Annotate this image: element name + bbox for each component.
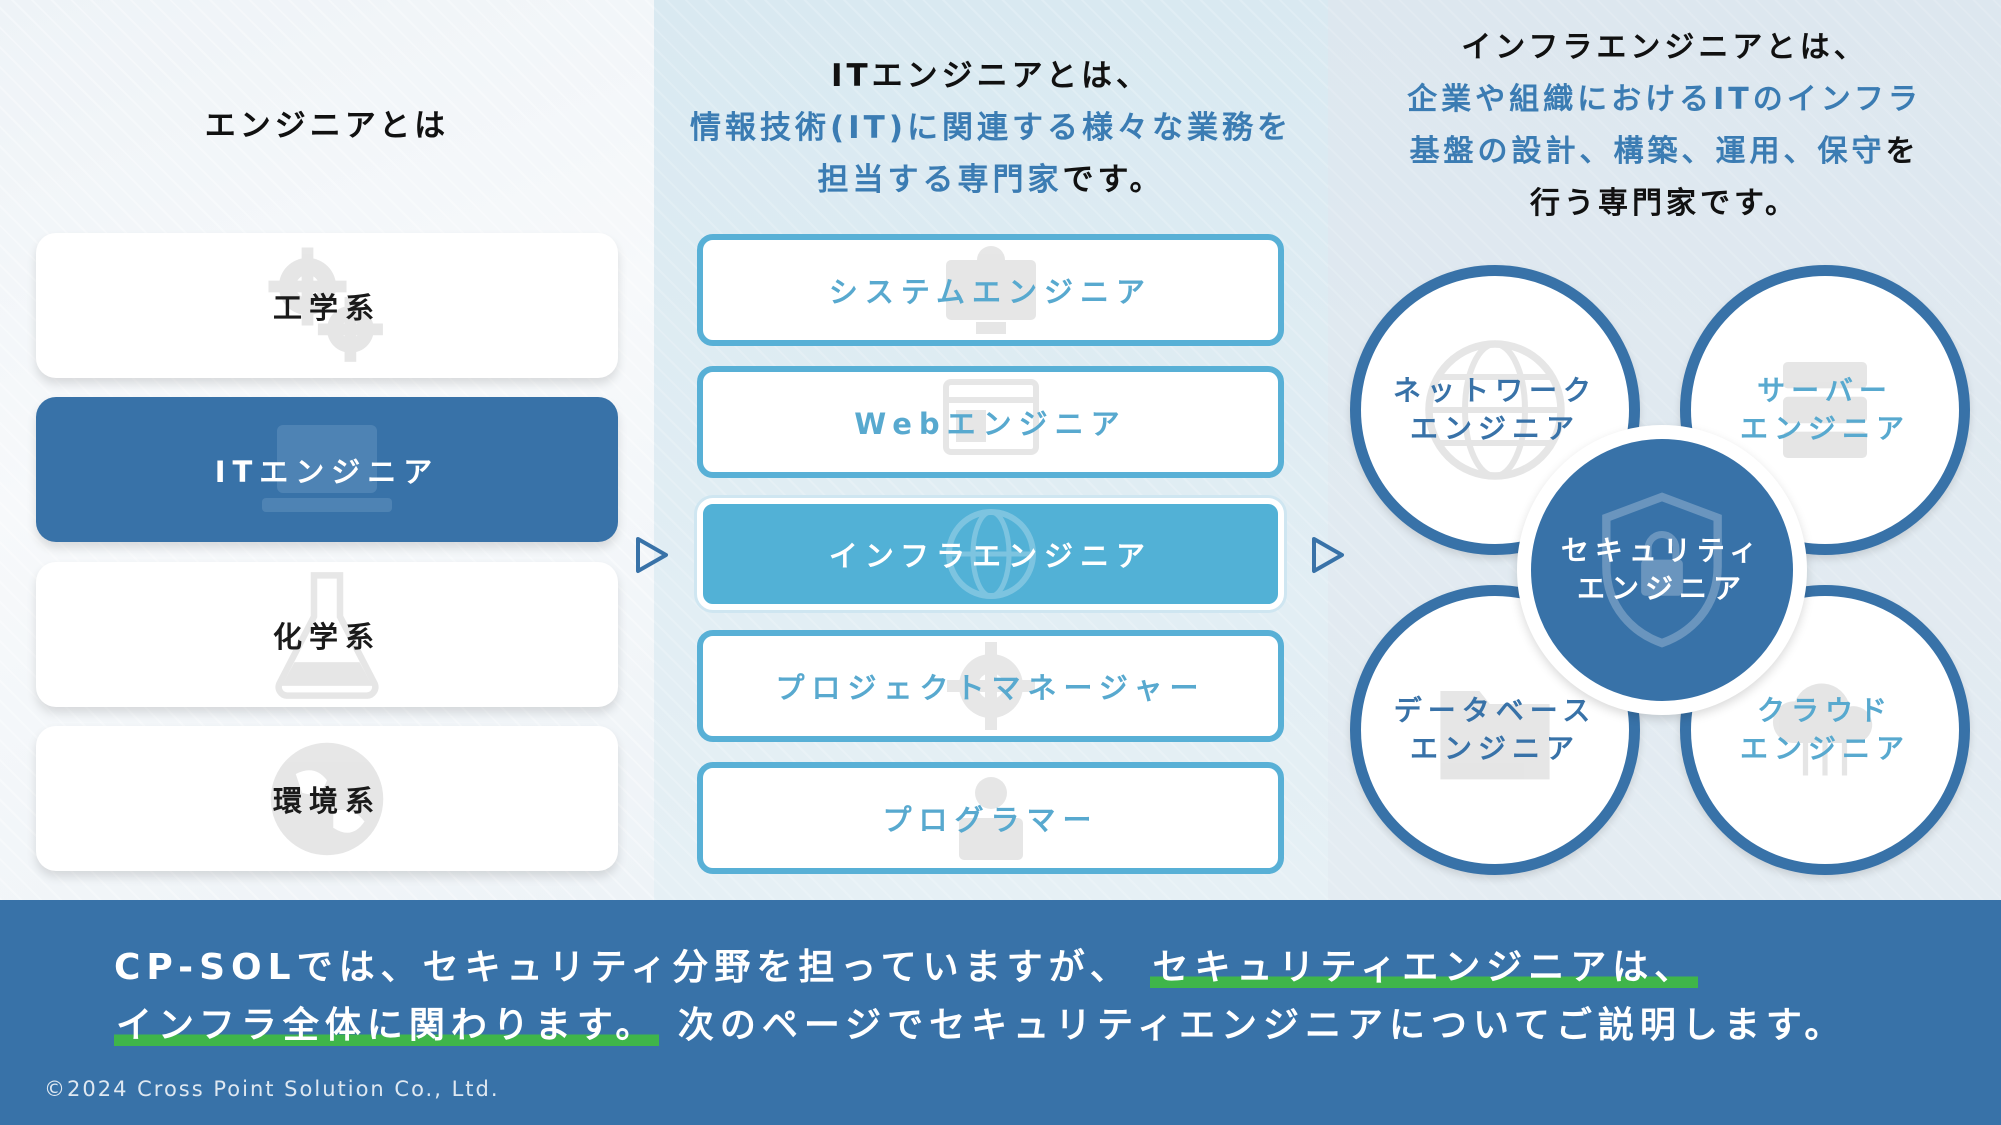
folder-icon: [1440, 691, 1550, 780]
arrow-right-icon: [636, 537, 668, 573]
flask-icon: [275, 571, 379, 699]
card-label: 環境系: [272, 783, 381, 818]
circle-label: データベースエンジニア: [1394, 692, 1597, 768]
footer-highlight: セキュリティエンジニアは、: [1150, 947, 1699, 988]
heading-line: インフラエンジニアとは、: [1461, 30, 1868, 65]
job-infra-engineer: インフラエンジニア: [697, 498, 1284, 610]
job-system-engineer: システムエンジニア: [697, 234, 1284, 346]
job-label: プログラマー: [882, 803, 1099, 837]
card-label: 化学系: [272, 619, 381, 654]
server-icon: [1783, 362, 1867, 458]
card-engineering: 工学系: [36, 233, 618, 378]
copyright-text: ©2024 Cross Point Solution Co., Ltd.: [44, 1077, 500, 1101]
engineer-panel: エンジニアとは 工学系 ITエンジニア 化学系 環境系: [0, 0, 654, 900]
circle-label-line: ネットワーク: [1392, 374, 1597, 407]
footer-text: CP-SOLでは、セキュリティ分野を担っていますが、: [114, 947, 1132, 988]
job-label: インフラエンジニア: [828, 539, 1153, 573]
heading-highlight: 基盤の設計、構築、運用、保守: [1409, 134, 1886, 169]
heading-rest: です。: [1062, 162, 1165, 198]
card-it-engineer: ITエンジニア: [36, 397, 618, 542]
arrow-right-icon: [1312, 537, 1344, 573]
circle-label-line: エンジニア: [1739, 412, 1910, 445]
laptop-icon: [262, 424, 392, 512]
footer-message-line1: CP-SOLでは、セキュリティ分野を担っていますが、 セキュリティエンジニアは、: [114, 938, 1699, 990]
job-web-engineer: Webエンジニア: [697, 366, 1284, 478]
cloud-icon: [1772, 683, 1873, 776]
job-label: Webエンジニア: [854, 407, 1127, 441]
globe-icon: [1425, 340, 1565, 480]
circle-label-line: クラウド: [1756, 694, 1893, 727]
job-label: プロジェクトマネージャー: [775, 671, 1206, 705]
heading-line: 担当する専門家です。: [654, 154, 1328, 206]
gear-icon: [946, 642, 1035, 730]
footer-banner: CP-SOLでは、セキュリティ分野を担っていますが、 セキュリティエンジニアは、…: [0, 900, 2001, 1125]
circle-label: サーバーエンジニア: [1740, 372, 1910, 448]
circle-label-line: エンジニア: [1409, 732, 1580, 765]
heading-line: 基盤の設計、構築、運用、保守を: [1328, 126, 2001, 178]
circle-server-engineer: サーバーエンジニア: [1680, 265, 1970, 555]
circle-security-engineer: セキュリティエンジニア: [1517, 425, 1807, 715]
panel3-heading: インフラエンジニアとは、 企業や組織におけるITのインフラ 基盤の設計、構築、運…: [1328, 22, 2001, 230]
circle-label-line: データベース: [1393, 694, 1597, 727]
job-programmer: プログラマー: [697, 762, 1284, 874]
circle-label: セキュリティエンジニア: [1561, 532, 1763, 608]
footer-highlight: インフラ全体に関わります。: [114, 1005, 660, 1046]
heading-line: ITエンジニアとは、: [830, 58, 1152, 94]
circle-label: クラウドエンジニア: [1740, 692, 1910, 768]
heading-line: 情報技術(IT)に関連する様々な業務を: [689, 110, 1292, 146]
circle-label-line: エンジニア: [1576, 572, 1747, 605]
job-label: システムエンジニア: [828, 275, 1153, 309]
circle-database-engineer: データベースエンジニア: [1350, 585, 1640, 875]
job-project-manager: プロジェクトマネージャー: [697, 630, 1284, 742]
circle-label: ネットワークエンジニア: [1393, 372, 1597, 448]
card-label: ITエンジニア: [214, 454, 440, 489]
shield-lock-icon: [1602, 492, 1722, 648]
heading-line: 企業や組織におけるITのインフラ: [1407, 82, 1922, 117]
circle-label-line: エンジニア: [1409, 412, 1580, 445]
monitor-gear-icon: [945, 246, 1036, 334]
heading-line: 行う専門家です。: [1530, 186, 1799, 221]
gears-icon: [268, 247, 383, 362]
heading-highlight: 担当する専門家: [817, 162, 1063, 198]
panel2-heading: ITエンジニアとは、 情報技術(IT)に関連する様々な業務を 担当する専門家です…: [654, 50, 1328, 206]
panel1-heading: エンジニアとは: [204, 108, 450, 144]
programmer-icon: [958, 777, 1023, 860]
card-chemistry: 化学系: [36, 562, 618, 707]
circle-label-line: セキュリティ: [1560, 534, 1764, 567]
heading-rest: を: [1885, 134, 1920, 169]
circle-label-line: サーバー: [1757, 374, 1893, 407]
card-environment: 環境系: [36, 726, 618, 871]
footer-text: 次のページでセキュリティエンジニアについてご説明します。: [677, 1005, 1847, 1046]
footer-message-line2: インフラ全体に関わります。 次のページでセキュリティエンジニアについてご説明しま…: [114, 996, 1846, 1048]
circle-label-line: エンジニア: [1739, 732, 1910, 765]
web-layout-icon: [942, 379, 1039, 455]
globe-icon: [270, 742, 384, 855]
card-label: 工学系: [272, 290, 381, 325]
globe-icon: [945, 509, 1036, 599]
